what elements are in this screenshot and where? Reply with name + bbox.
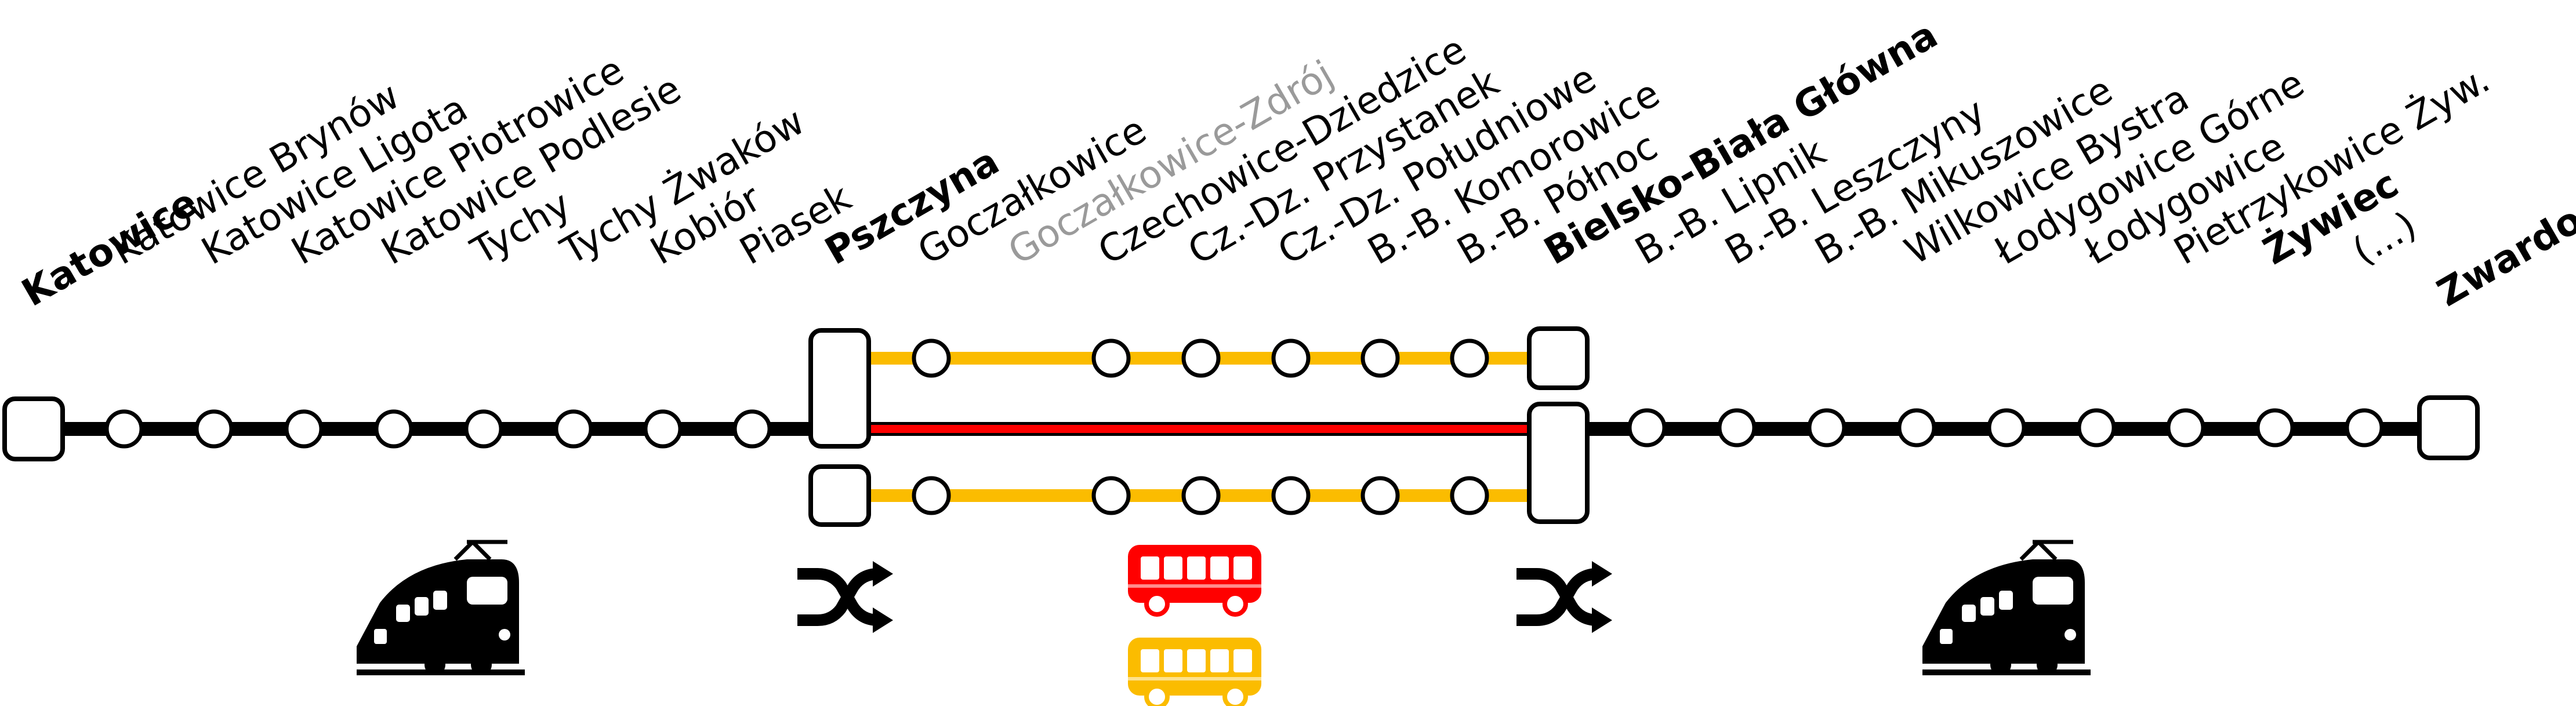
bus-icon <box>1128 638 1261 706</box>
station-dot <box>1627 408 1667 447</box>
station-dot <box>1450 339 1489 378</box>
node-katowice <box>2 396 65 461</box>
station-labels: Katowice Katowice Brynów Katowice Ligota… <box>15 13 2576 315</box>
bus-icon <box>1128 545 1261 617</box>
station-dot <box>1360 476 1400 515</box>
station-dot <box>2077 408 2116 447</box>
node-zwardon <box>2417 395 2480 460</box>
station-dot <box>912 339 951 378</box>
station-dot <box>194 409 234 449</box>
station-dot <box>1450 476 1489 515</box>
node-bielsko-hub <box>1527 402 1590 524</box>
station-dot <box>1717 408 1757 447</box>
node-pszczyna-hub <box>808 328 871 449</box>
station-dot <box>104 409 144 449</box>
station-dot <box>554 409 593 449</box>
station-dot <box>1271 339 1311 378</box>
node-pszczyna-south <box>808 464 871 527</box>
station-dot <box>643 409 683 449</box>
stations-local-south <box>912 476 1489 515</box>
station-dot <box>374 409 413 449</box>
shuffle-icon <box>1516 561 1612 633</box>
station-dot <box>1987 408 2026 447</box>
station-dot <box>1181 476 1221 515</box>
station-dot <box>284 409 324 449</box>
label-zwardon: Zwardoń <box>2430 185 2576 315</box>
station-dot <box>2166 408 2205 447</box>
station-dot <box>1091 339 1131 378</box>
stations-west <box>104 409 772 449</box>
station-dot <box>1807 408 1846 447</box>
station-dot <box>1271 476 1311 515</box>
station-dot <box>732 409 772 449</box>
shuffle-icon <box>797 561 893 633</box>
station-dot <box>1181 339 1221 378</box>
train-icon <box>1922 540 2091 675</box>
station-dot <box>1897 408 1936 447</box>
station-dot <box>2255 408 2295 447</box>
station-dot <box>1360 339 1400 378</box>
node-bielsko-north <box>1527 326 1590 390</box>
station-dot <box>464 409 503 449</box>
station-dot <box>912 476 951 515</box>
train-icon <box>357 540 525 675</box>
station-dot <box>1091 476 1131 515</box>
stations-local-north <box>912 339 1489 378</box>
stations-east <box>1627 408 2384 447</box>
station-dot <box>2345 408 2384 447</box>
